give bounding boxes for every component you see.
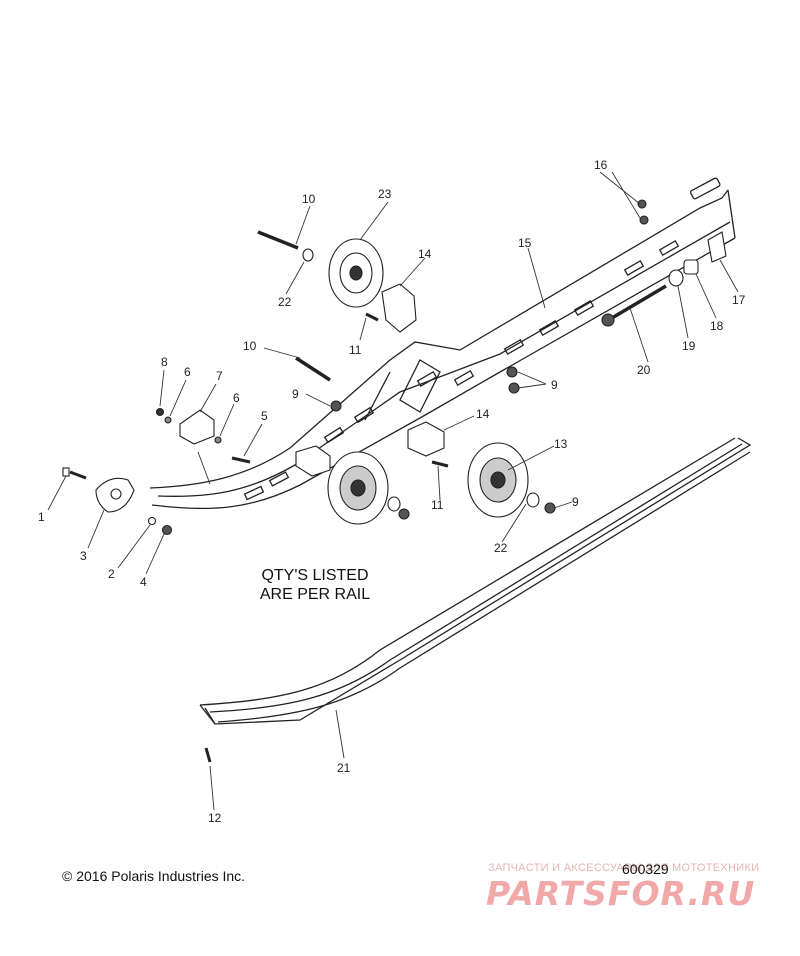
callout-12: 12 (208, 811, 222, 825)
leader-lines (47, 171, 739, 811)
callout-9c: 9 (572, 495, 579, 509)
bolt-10-lower (295, 356, 331, 382)
bracket-17 (707, 231, 727, 263)
watermark-logo: PARTSFOR.RU (486, 874, 756, 913)
rail-15 (149, 177, 736, 510)
callout-21: 21 (337, 761, 351, 775)
screw-12 (204, 747, 212, 763)
callout-11a: 11 (349, 343, 362, 357)
callout-5: 5 (261, 409, 268, 423)
wheel-13 (467, 442, 529, 518)
callout-14b: 14 (476, 407, 490, 421)
callout-9b: 9 (551, 378, 558, 392)
callout-10b: 10 (243, 339, 257, 353)
bolt-20 (611, 284, 667, 320)
quantity-note: QTY'S LISTED ARE PER RAIL (230, 566, 400, 604)
callout-6a: 6 (184, 365, 191, 379)
copyright-text: © 2016 Polaris Industries Inc. (62, 868, 246, 884)
callout-2: 2 (108, 567, 115, 581)
note-line-1: QTY'S LISTED (261, 567, 369, 584)
bushing-14-lower (407, 421, 445, 457)
watermark-tagline: ЗАПЧАСТИ И АКСЕССУАРЫ ДЛЯ МОТОТЕХНИКИ (488, 862, 760, 874)
callout-23: 23 (378, 187, 392, 201)
bolt-10-upper (257, 230, 299, 250)
callout-17: 17 (732, 293, 746, 307)
callout-14a: 14 (418, 247, 432, 261)
nut-4 (161, 524, 173, 536)
callout-9a: 9 (292, 387, 299, 401)
callout-22a: 22 (278, 295, 292, 309)
block-7 (179, 409, 215, 445)
callout-19: 19 (682, 339, 696, 353)
slide-21 (199, 437, 752, 725)
callout-15: 15 (518, 236, 532, 250)
bushing-14-upper (381, 283, 417, 333)
callout-18: 18 (710, 319, 724, 333)
screw-5 (231, 456, 251, 464)
hardware (62, 199, 727, 763)
callout-16: 16 (594, 158, 608, 172)
bolt-1 (62, 467, 87, 480)
callout-22b: 22 (494, 541, 508, 555)
washer-2 (147, 516, 157, 526)
callout-1: 1 (38, 510, 45, 524)
callout-8: 8 (161, 355, 168, 369)
note-line-2: ARE PER RAIL (259, 586, 371, 603)
idler-wheel-23 (328, 238, 384, 308)
callout-10a: 10 (302, 192, 316, 206)
callout-11b: 11 (431, 498, 444, 512)
callout-20: 20 (637, 363, 651, 377)
callout-6b: 6 (233, 391, 240, 405)
callout-7: 7 (216, 369, 223, 383)
wheel-lower-left (327, 451, 389, 525)
callout-4: 4 (140, 575, 147, 589)
callout-3: 3 (80, 549, 87, 563)
callout-13: 13 (554, 437, 568, 451)
drawing-number: 600329 (622, 861, 669, 877)
callout-labels: 1 2 3 4 5 6 6 7 8 9 9 9 10 10 11 11 12 1… (38, 158, 746, 825)
